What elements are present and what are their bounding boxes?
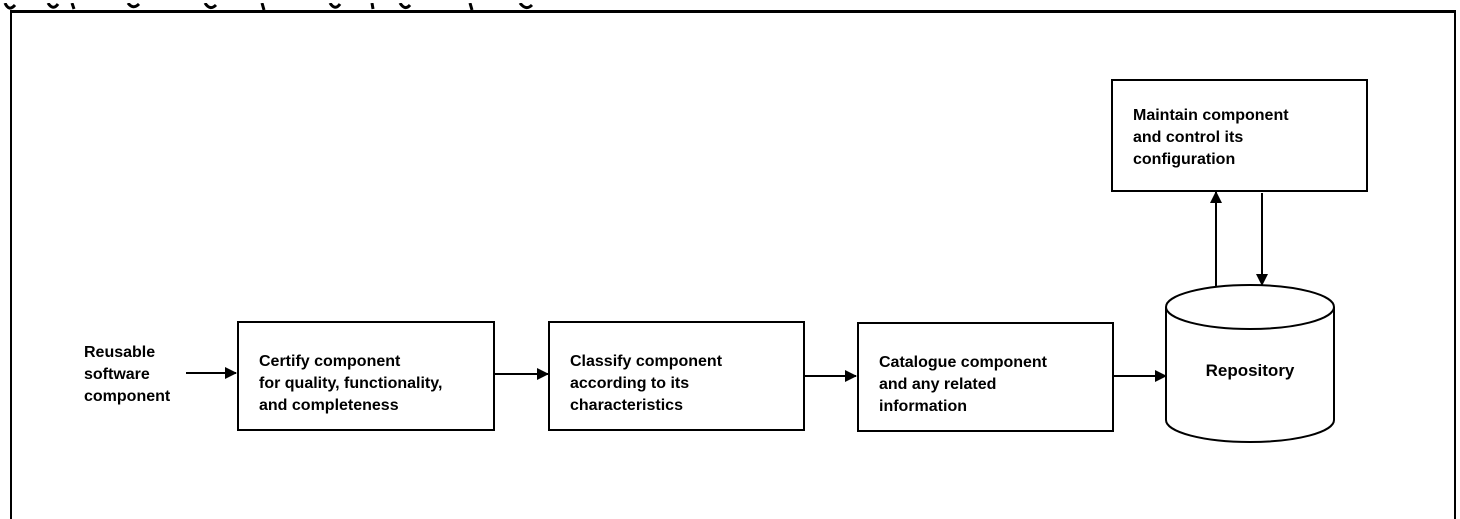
repository-label: Repository <box>1205 361 1295 380</box>
maintain-step-label: Maintain component and control its confi… <box>1133 107 1289 168</box>
certify-step-box: Certify component for quality, functiona… <box>237 321 495 431</box>
certify-step-label: Certify component for quality, functiona… <box>259 353 443 414</box>
cropped-caption-strokes <box>3 2 534 10</box>
classify-step-label: Classify component according to its char… <box>570 353 723 414</box>
catalogue-step-label: Catalogue component and any related info… <box>879 354 1048 415</box>
catalogue-step-box: Catalogue component and any related info… <box>857 322 1114 432</box>
source-component-label: Reusable software component <box>84 344 171 405</box>
maintain-step-box: Maintain component and control its confi… <box>1111 79 1368 192</box>
classify-step-box: Classify component according to its char… <box>548 321 805 431</box>
figure-frame <box>10 10 1456 519</box>
repository-cylinder-icon <box>1165 284 1335 443</box>
cropped-caption-remnant <box>0 0 560 10</box>
